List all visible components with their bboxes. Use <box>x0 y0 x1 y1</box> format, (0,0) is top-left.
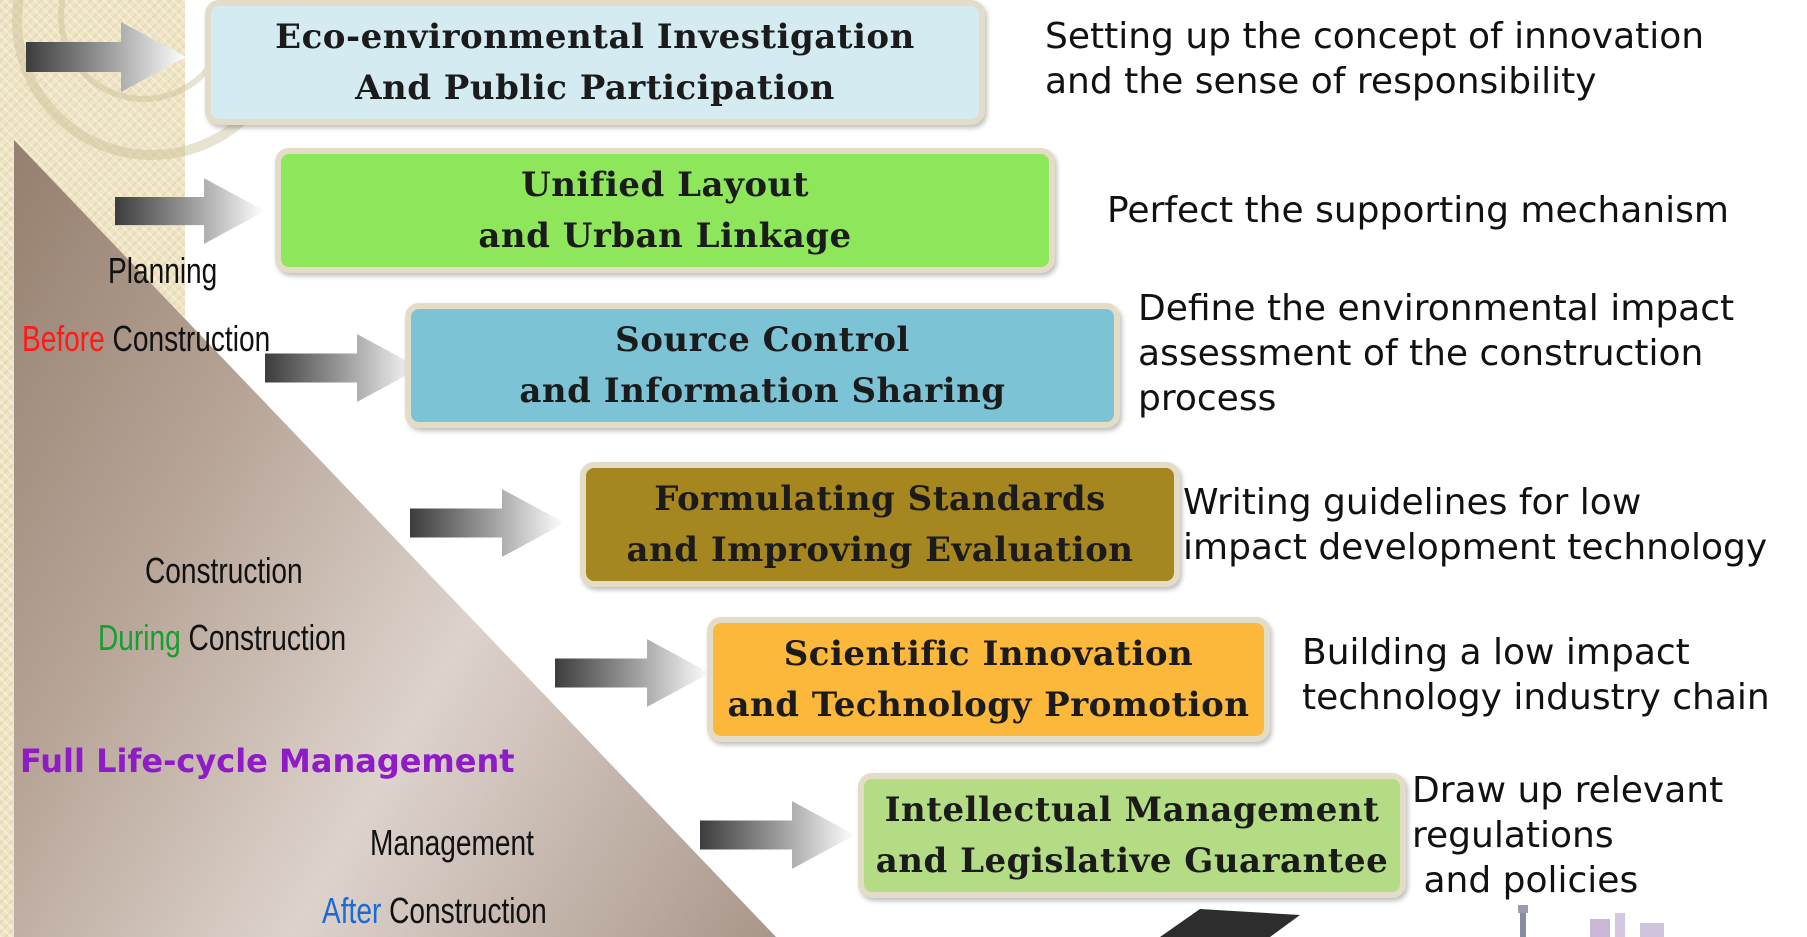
step-box-3: Source Control and Information Sharing <box>405 303 1120 428</box>
stage-during-construction: During Construction <box>98 617 346 659</box>
stage-after-suffix: Construction <box>389 890 547 931</box>
step-2-description: Perfect the supporting mechanism <box>1107 190 1729 231</box>
arrow-icon-step-6 <box>700 801 855 869</box>
arrow-icon-step-3 <box>265 334 420 402</box>
stage-during-prefix: During <box>98 617 181 658</box>
step-4-title-line1: Formulating Standards <box>654 478 1106 519</box>
step-5-title-line1: Scientific Innovation <box>783 633 1194 674</box>
step-1-title-line1: Eco-environmental Investigation <box>275 16 915 57</box>
city-skyline-image <box>1160 905 1664 937</box>
stage-before-construction: Before Construction <box>22 318 270 360</box>
step-box-1: Eco-environmental Investigation And Publ… <box>205 0 985 125</box>
stage-planning-label: Planning <box>108 250 218 291</box>
step-4-description: Writing guidelines for low impact develo… <box>1183 482 1768 568</box>
step-6-title-line2: and Legislative Guarantee <box>875 840 1389 881</box>
arrow-icon-step-4 <box>410 489 565 557</box>
step-box-5: Scientific Innovation and Technology Pro… <box>707 617 1270 742</box>
step-6-title-line1: Intellectual Management <box>884 789 1380 830</box>
stage-before-suffix: Construction <box>112 318 271 359</box>
stage-after-construction: After Construction <box>322 890 547 932</box>
step-3-description: Define the environmental impact assessme… <box>1138 288 1735 419</box>
step-box-4: Formulating Standards and Improving Eval… <box>580 462 1180 587</box>
stage-management-label: Management <box>370 822 534 863</box>
step-4-title-line2: and Improving Evaluation <box>626 529 1134 570</box>
stage-before-prefix: Before <box>22 318 105 359</box>
step-box-6: Intellectual Management and Legislative … <box>858 773 1406 898</box>
step-2-title-line1: Unified Layout <box>521 164 809 205</box>
step-1-description: Setting up the concept of innovation and… <box>1045 16 1705 102</box>
step-3-title-line2: and Information Sharing <box>519 370 1006 411</box>
step-5-title-line2: and Technology Promotion <box>727 684 1250 725</box>
stage-during-suffix: Construction <box>188 617 347 658</box>
step-1-title-line2: And Public Participation <box>355 67 835 108</box>
arrow-icon-step-5 <box>555 639 710 707</box>
stage-after-prefix: After <box>322 890 382 931</box>
step-box-2: Unified Layout and Urban Linkage <box>275 148 1055 273</box>
step-6-description: Draw up relevant regulations and policie… <box>1412 770 1724 901</box>
arrow-icon-step-1 <box>26 22 186 92</box>
step-5-description: Building a low impact technology industr… <box>1302 632 1770 718</box>
stage-construction-label: Construction <box>145 550 303 591</box>
step-3-title-line1: Source Control <box>615 319 910 360</box>
arrow-icon-step-2 <box>115 178 265 244</box>
full-lifecycle-label: Full Life-cycle Management <box>20 742 515 780</box>
step-2-title-line2: and Urban Linkage <box>478 215 852 256</box>
